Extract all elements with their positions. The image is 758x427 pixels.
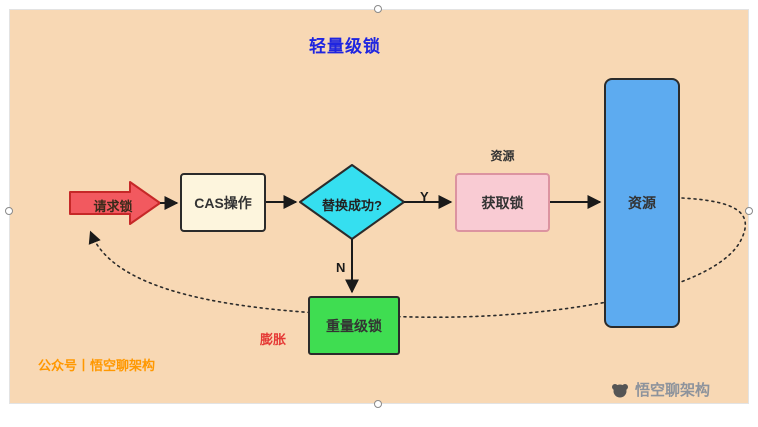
request-lock-label: 请求锁 (93, 199, 133, 214)
heavyweight-lock-label: 重量级锁 (326, 317, 382, 334)
wukong-logo-icon (612, 383, 628, 397)
cas-operation-label: CAS操作 (194, 194, 252, 211)
inflate-label: 膨胀 (260, 332, 287, 347)
acquire-lock-box: 获取锁 (455, 173, 550, 232)
yes-branch-label: Y (420, 189, 429, 204)
selection-handle-left[interactable] (5, 207, 13, 215)
request-lock-arrow-shape (69, 181, 161, 225)
acquire-lock-label: 获取锁 (481, 194, 524, 211)
heavyweight-lock-box: 重量级锁 (308, 296, 400, 355)
resource-box: 资源 (604, 78, 680, 328)
resource-label: 资源 (628, 195, 656, 211)
cas-operation-box: CAS操作 (180, 173, 266, 232)
page-title: 轻量级锁 (309, 37, 381, 56)
no-branch-label: N (336, 260, 346, 275)
selection-handle-top[interactable] (374, 5, 382, 13)
resource-caption: 资源 (490, 149, 515, 163)
watermark-text: 悟空聊架构 (635, 382, 711, 399)
selection-handle-right[interactable] (745, 207, 753, 215)
footer-account-label: 公众号丨悟空聊架构 (38, 358, 156, 373)
decision-label: 替换成功? (322, 198, 382, 213)
retry-dotted-edge (88, 197, 747, 319)
selection-handle-bottom[interactable] (374, 400, 382, 408)
watermark: 悟空聊架构 (610, 379, 710, 400)
